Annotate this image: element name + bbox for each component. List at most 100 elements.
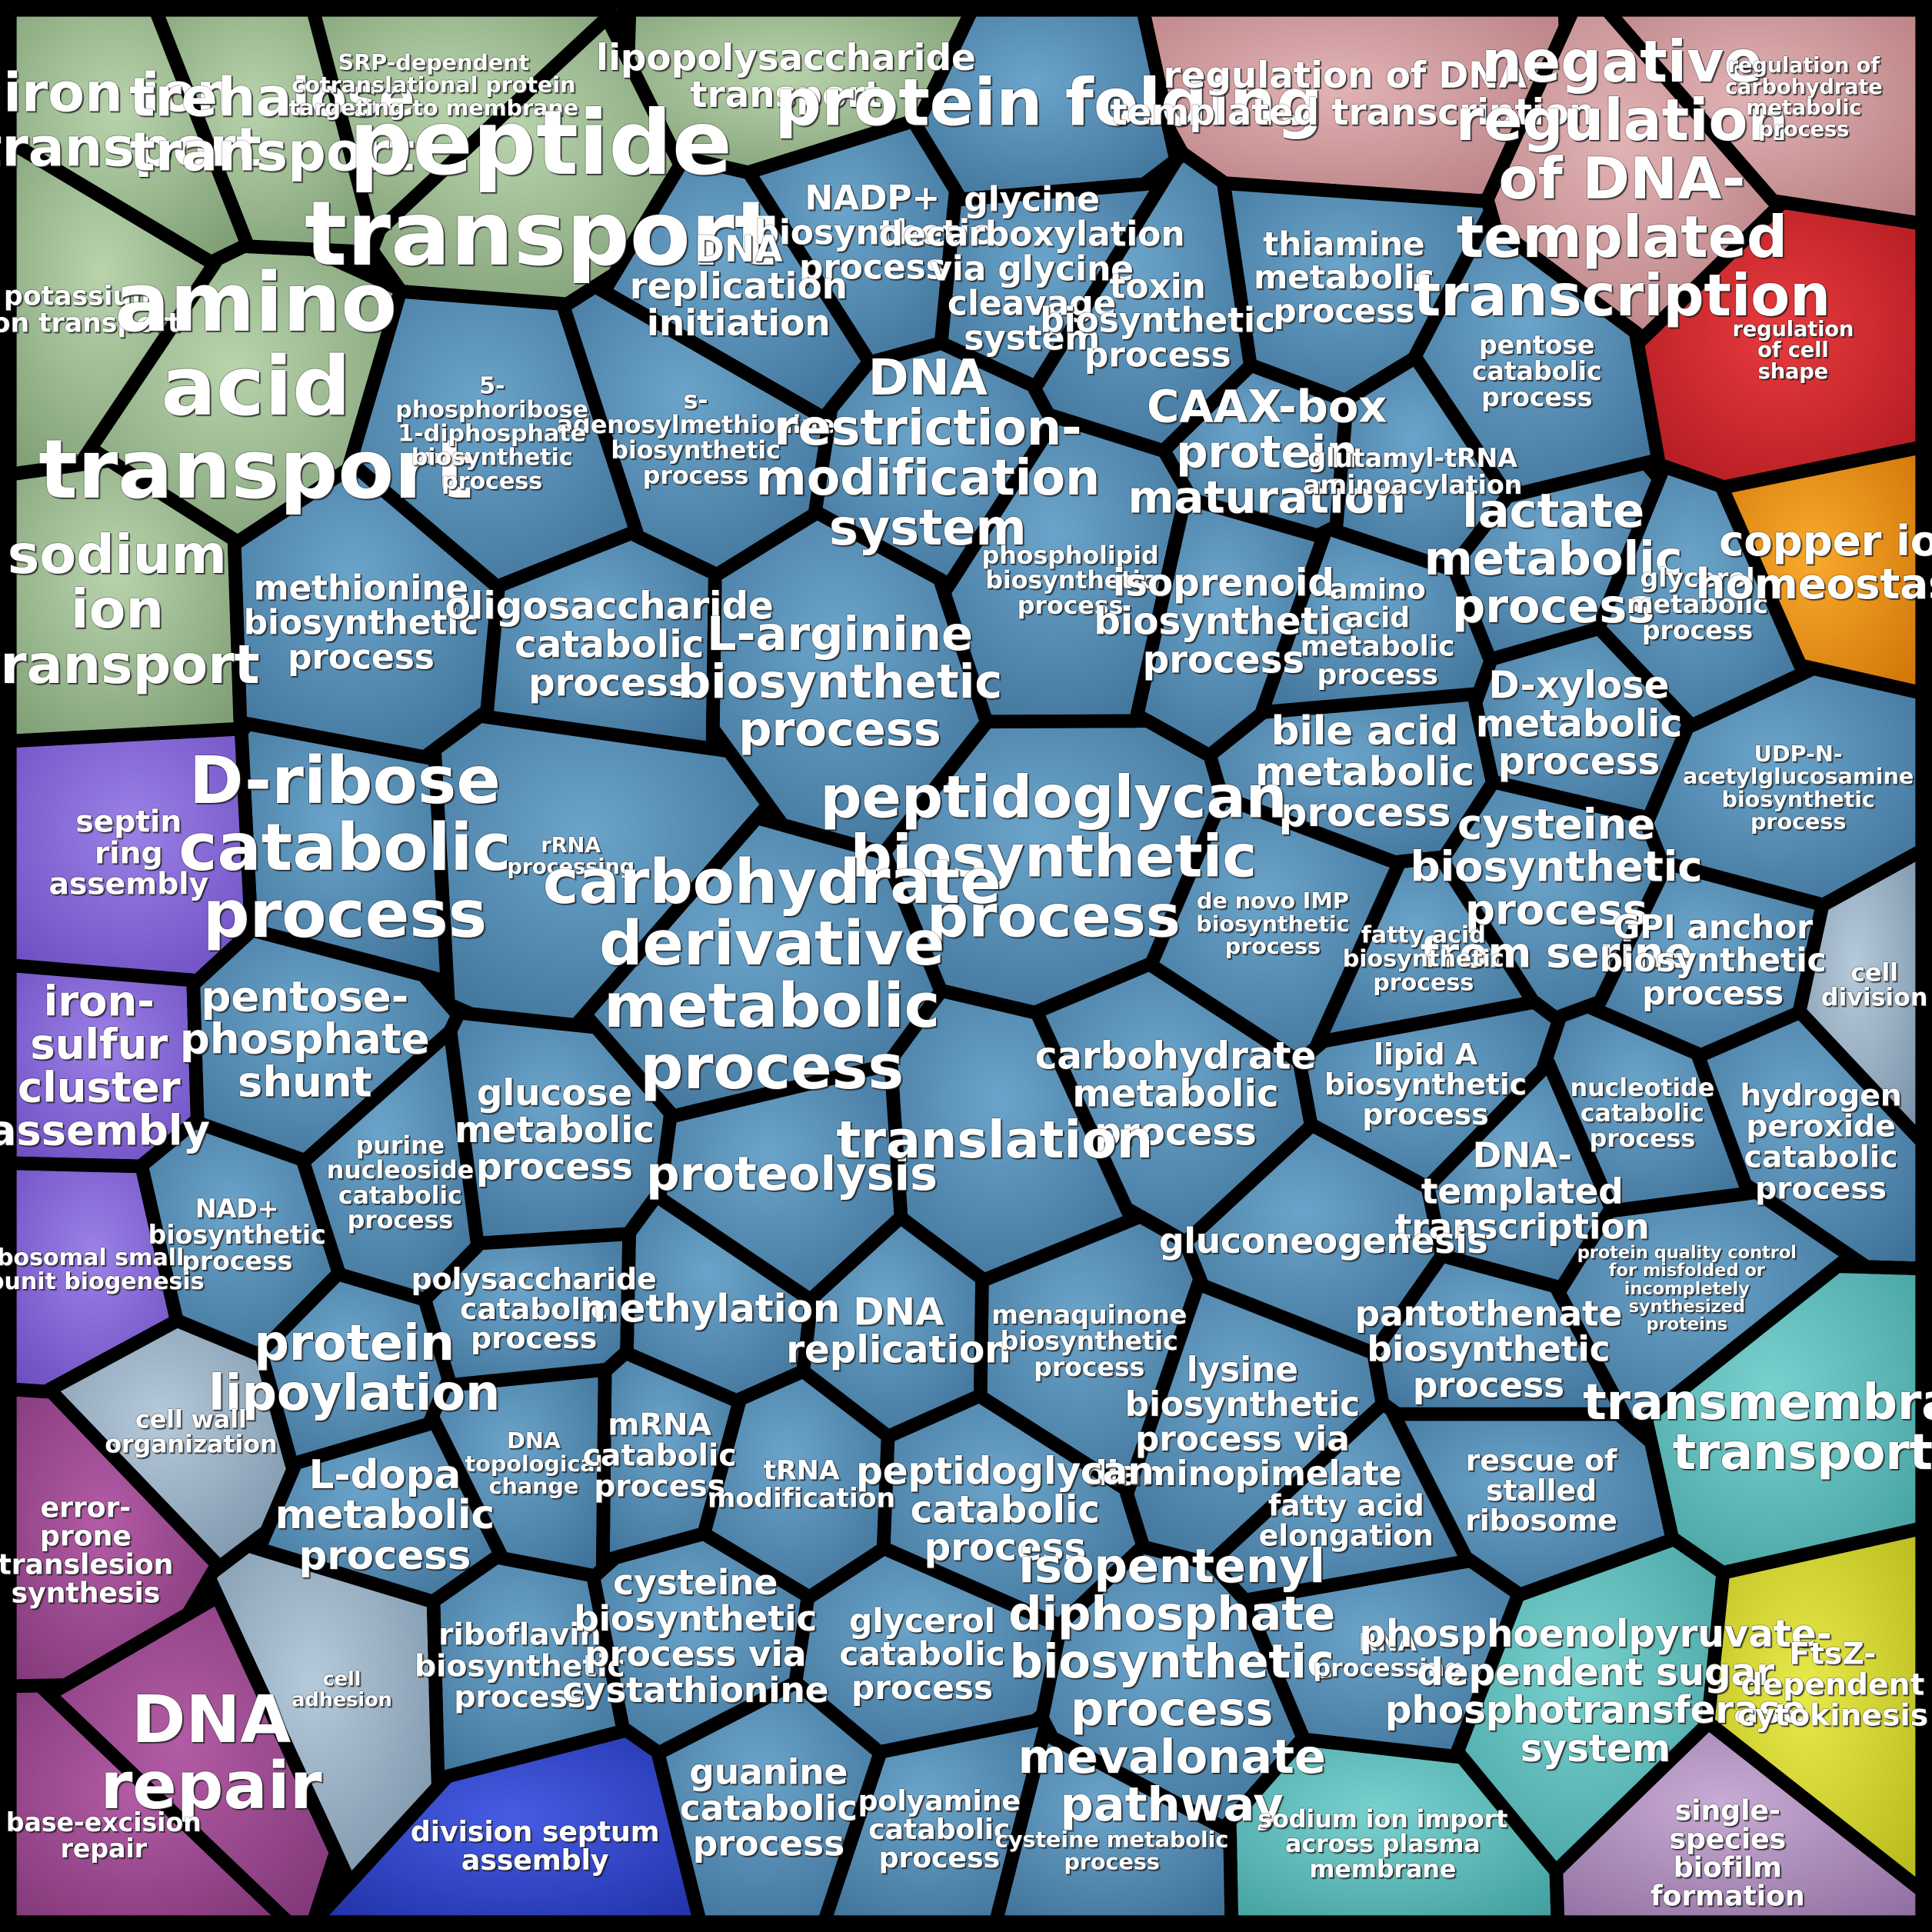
group-boundary bbox=[622, 1724, 662, 1758]
group-boundary bbox=[479, 1227, 630, 1251]
group-boundary bbox=[1467, 1554, 1523, 1600]
group-boundary bbox=[1205, 707, 1268, 761]
group-boundary bbox=[938, 337, 1036, 392]
group-boundary bbox=[1379, 1398, 1396, 1416]
group-boundary bbox=[624, 1191, 662, 1237]
group-boundary bbox=[1506, 456, 1647, 503]
group-boundary bbox=[737, 1364, 806, 1406]
group-boundary bbox=[1557, 1000, 1591, 1023]
group-boundary bbox=[445, 1724, 628, 1784]
treemap-cell[interactable] bbox=[8, 727, 253, 982]
group-boundary bbox=[1481, 197, 1502, 230]
group-boundary bbox=[1422, 1058, 1554, 1192]
group-boundary bbox=[973, 1281, 989, 1397]
group-boundary bbox=[1118, 1487, 1150, 1548]
group-boundary bbox=[365, 227, 386, 253]
group-boundary bbox=[394, 285, 406, 295]
group-boundary bbox=[8, 454, 111, 481]
group-boundary bbox=[1244, 1554, 1472, 1607]
group-boundary bbox=[596, 1371, 612, 1561]
group-boundary bbox=[192, 1115, 305, 1167]
group-boundary bbox=[1447, 564, 1497, 662]
group-boundary bbox=[1819, 844, 1926, 911]
group-boundary bbox=[791, 1677, 885, 1758]
group-boundary bbox=[1158, 448, 1193, 494]
group-boundary bbox=[298, 1026, 455, 1168]
group-boundary bbox=[105, 455, 238, 546]
group-boundary bbox=[418, 971, 464, 1020]
group-boundary bbox=[668, 1058, 893, 1124]
group-boundary bbox=[1144, 794, 1229, 968]
group-boundary bbox=[884, 1059, 908, 1219]
group-boundary bbox=[306, 1850, 343, 1924]
group-boundary bbox=[317, 1771, 453, 1918]
group-boundary bbox=[989, 1731, 1051, 1924]
group-boundary bbox=[1434, 853, 1540, 1006]
group-boundary bbox=[1327, 522, 1457, 578]
group-boundary bbox=[1451, 1593, 1525, 1754]
group-boundary bbox=[1178, 147, 1229, 189]
group-boundary bbox=[652, 1190, 815, 1307]
group-boundary bbox=[866, 336, 944, 370]
group-boundary bbox=[975, 1390, 1129, 1495]
group-boundary bbox=[1549, 1870, 1565, 1923]
group-boundary bbox=[1481, 7, 1580, 203]
group-boundary bbox=[1159, 360, 1256, 456]
group-boundary bbox=[1657, 458, 1727, 494]
group-boundary bbox=[418, 1297, 455, 1381]
group-boundary bbox=[46, 1314, 181, 1396]
group-boundary bbox=[885, 986, 948, 1064]
group-boundary bbox=[1594, 623, 1694, 728]
group-boundary bbox=[1584, 1000, 1700, 1060]
group-boundary bbox=[954, 175, 1164, 207]
group-boundary bbox=[1035, 1622, 1068, 1720]
group-boundary bbox=[1410, 354, 1514, 501]
group-boundary bbox=[399, 285, 564, 311]
group-boundary bbox=[445, 1363, 606, 1393]
group-boundary bbox=[1408, 217, 1492, 360]
group-boundary bbox=[655, 1676, 799, 1760]
group-boundary bbox=[934, 199, 962, 344]
group-boundary bbox=[910, 7, 978, 129]
group-boundary bbox=[428, 1419, 507, 1558]
group-boundary bbox=[35, 1681, 293, 1927]
group-boundary bbox=[628, 527, 718, 581]
group-boundary bbox=[876, 1436, 895, 1549]
group-boundary bbox=[1489, 621, 1601, 666]
group-boundary bbox=[878, 851, 948, 994]
group-boundary bbox=[1028, 155, 1183, 393]
group-boundary bbox=[1549, 1283, 1631, 1417]
group-boundary bbox=[1447, 491, 1514, 571]
group-boundary bbox=[444, 1009, 465, 1034]
group-boundary bbox=[85, 255, 224, 452]
group-boundary bbox=[174, 1314, 265, 1362]
group-boundary bbox=[556, 301, 643, 534]
group-boundary bbox=[247, 717, 437, 766]
group-boundary bbox=[879, 717, 993, 857]
group-boundary bbox=[148, 7, 255, 249]
group-boundary bbox=[1551, 1717, 1714, 1876]
group-boundary bbox=[1322, 523, 1334, 538]
group-boundary bbox=[1367, 1351, 1390, 1406]
group-boundary bbox=[814, 506, 943, 585]
group-boundary bbox=[683, 151, 751, 180]
group-boundary bbox=[245, 1539, 436, 1609]
group-boundary bbox=[1054, 411, 1167, 458]
group-boundary bbox=[1631, 342, 1666, 466]
group-boundary bbox=[335, 1267, 427, 1307]
group-boundary bbox=[426, 1601, 445, 1787]
group-boundary bbox=[1034, 958, 1152, 1018]
group-boundary bbox=[136, 1114, 202, 1172]
group-boundary bbox=[260, 1467, 300, 1534]
group-boundary bbox=[428, 749, 455, 1004]
group-boundary bbox=[652, 1115, 678, 1199]
group-boundary bbox=[620, 1232, 636, 1354]
group-boundary bbox=[1793, 904, 1830, 1013]
group-boundary bbox=[591, 1023, 676, 1118]
group-boundary bbox=[1639, 1417, 1679, 1540]
group-boundary bbox=[1553, 1208, 1615, 1297]
group-boundary bbox=[1329, 398, 1354, 532]
group-boundary bbox=[9, 721, 242, 748]
group-boundary bbox=[214, 240, 248, 265]
group-boundary bbox=[979, 1210, 1144, 1287]
